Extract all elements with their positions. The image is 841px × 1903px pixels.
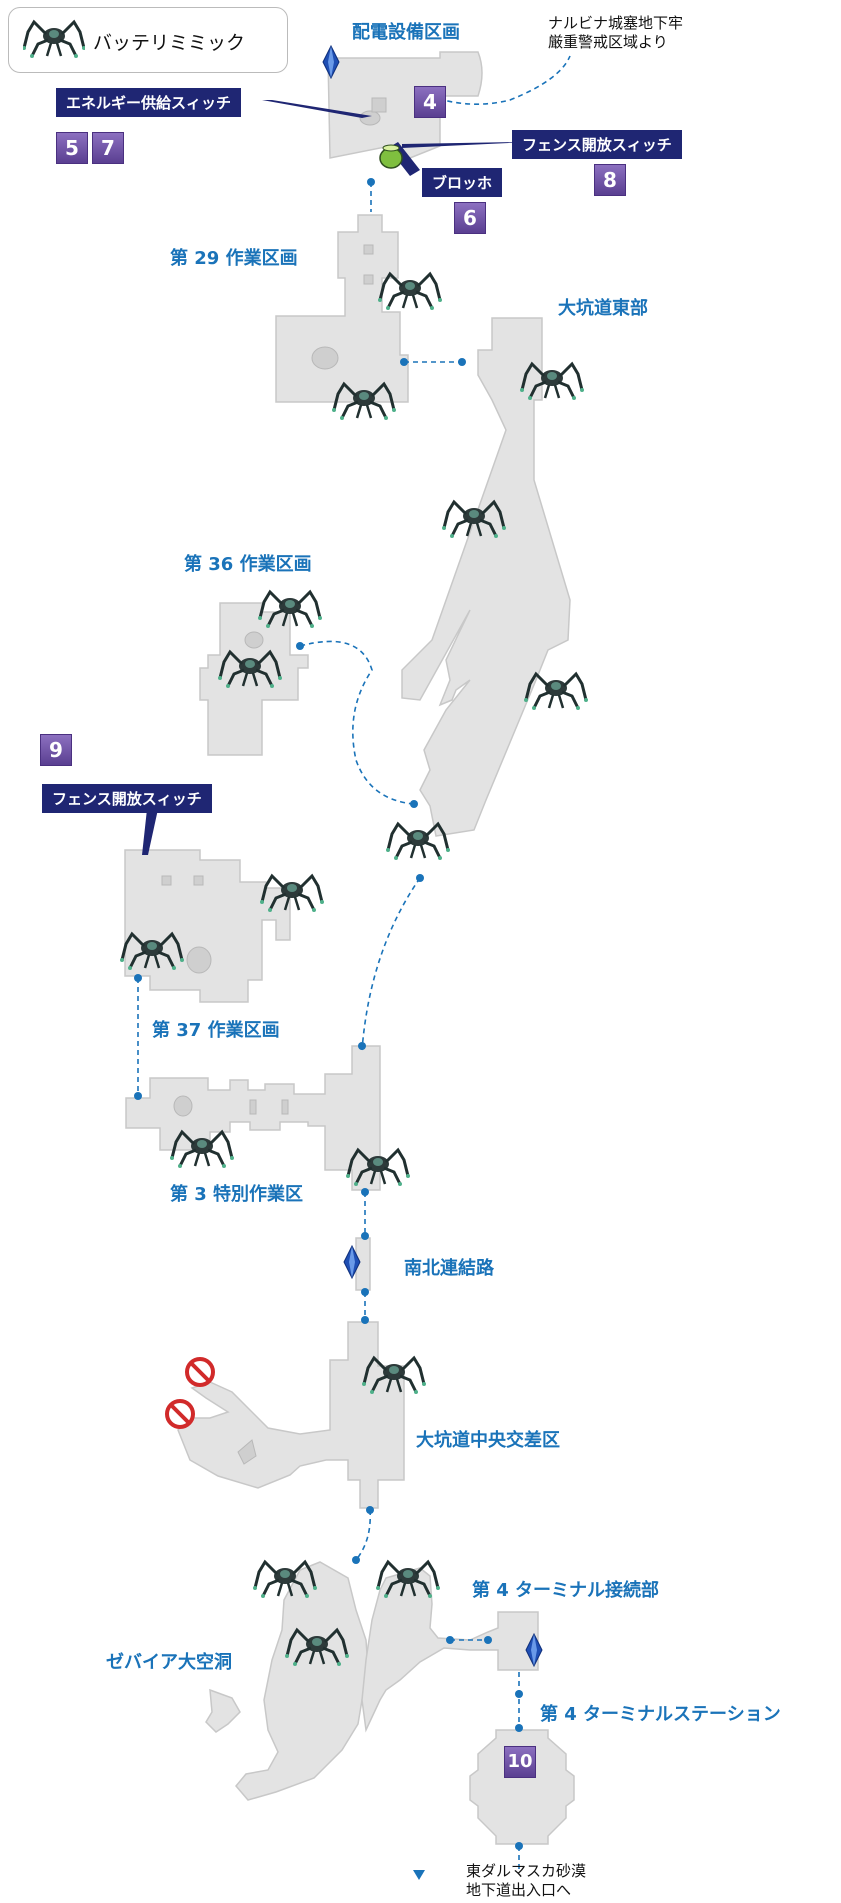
area-label-t4-station: 第 4 ターミナルステーション — [540, 1704, 781, 1725]
area-label-central: 大坑道中央交差区 — [416, 1430, 560, 1451]
area-label-s36: 第 36 作業区画 — [184, 554, 312, 575]
room-s29 — [275, 214, 409, 403]
marker-6: 6 — [454, 202, 486, 234]
legend-label: バッテリミミック — [93, 32, 246, 54]
marker-7: 7 — [92, 132, 124, 164]
blocho-tag: ブロッホ — [422, 168, 503, 197]
spider-enemy-icon — [522, 672, 590, 712]
room-zebaia — [235, 1561, 369, 1801]
item-pot-icon — [379, 144, 403, 169]
room-central — [177, 1321, 405, 1509]
room-special3 — [125, 1045, 381, 1191]
area-label-special3: 第 3 特別作業区 — [170, 1184, 304, 1205]
marker-4: 4 — [414, 86, 446, 118]
fence-switch-tag: フェンス開放スィッチ — [42, 784, 212, 813]
room-haiden — [327, 51, 483, 161]
spider-enemy-icon — [23, 20, 85, 60]
marker-9: 9 — [40, 734, 72, 766]
spider-enemy-icon — [376, 272, 444, 312]
area-label-daikoudou-east: 大坑道東部 — [558, 298, 648, 319]
legend: バッテリミミック — [8, 7, 288, 73]
bottom-exit-note: 東ダルマスカ砂漠 地下道出入口へ — [466, 1862, 587, 1899]
area-label-t4-link: 第 4 ターミナル接続部 — [472, 1580, 660, 1601]
room-zebaia-east — [361, 1567, 539, 1733]
area-label-haiden: 配電設備区画 — [352, 22, 460, 43]
room-s37 — [124, 849, 291, 1003]
energy-switch-tag: エネルギー供給スィッチ — [56, 88, 242, 117]
room-daikoudou-east — [401, 317, 571, 837]
room-t4-station — [469, 1729, 575, 1845]
no-entry-icon — [185, 1357, 215, 1387]
area-label-s29: 第 29 作業区画 — [170, 248, 298, 269]
area-label-s37: 第 37 作業区画 — [152, 1020, 280, 1041]
area-label-nanboku: 南北連結路 — [404, 1258, 494, 1279]
marker-10: 10 — [504, 1746, 536, 1778]
spider-enemy-icon — [384, 822, 452, 862]
room-zebaia-west — [205, 1688, 241, 1733]
marker-8: 8 — [594, 164, 626, 196]
marker-5: 5 — [56, 132, 88, 164]
no-entry-icon — [165, 1399, 195, 1429]
fence-switch-tag: フェンス開放スィッチ — [512, 130, 682, 159]
area-label-zebaia: ゼバイア大空洞 — [106, 1652, 232, 1673]
top-exit-note: ナルビナ城塞地下牢 厳重警戒区域より — [548, 14, 684, 51]
